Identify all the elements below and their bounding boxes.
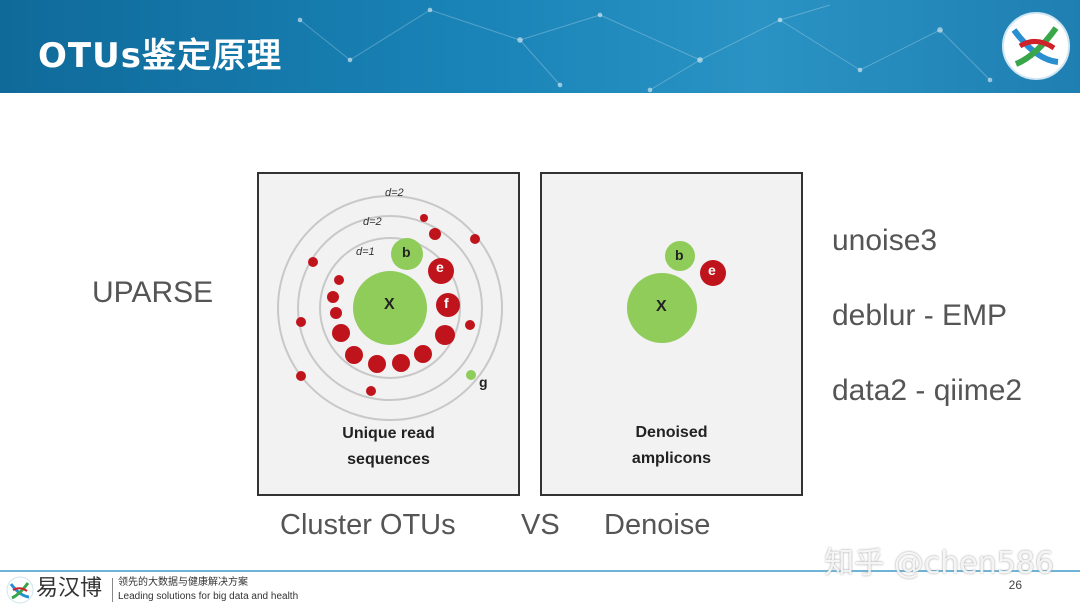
vs-label: VS	[521, 509, 560, 541]
denoise-center-label: X	[656, 298, 667, 315]
node-g-label: g	[479, 374, 488, 390]
footer-divider	[0, 570, 1080, 572]
node-f-label: f	[444, 295, 449, 311]
radius-label-outer: d=2	[385, 187, 404, 199]
footer-logo-icon	[6, 576, 34, 604]
radius-label-inner: d=1	[356, 246, 375, 258]
method-unoise3: unoise3	[832, 224, 938, 257]
footer-tagline-en: Leading solutions for big data and healt…	[118, 591, 299, 602]
footer: 易汉博 领先的大数据与健康解决方案 Leading solutions for …	[0, 572, 1080, 608]
denoise-node-b-label: b	[675, 247, 684, 263]
method-deblur: deblur - EMP	[832, 299, 1008, 332]
denoise-caption-line1: Denoised	[635, 424, 708, 441]
denoise-diagram	[627, 241, 726, 343]
radius-label-middle: d=2	[363, 216, 382, 228]
method-data2: data2 - qiime2	[832, 374, 1023, 407]
cluster-otus-panel: d=2 d=2 d=1 X b e f g Unique read sequen…	[257, 172, 520, 496]
denoise-node-e-label: e	[708, 262, 716, 278]
cluster-caption-line2: sequences	[347, 451, 430, 468]
watermark: 知乎 @chen586	[824, 546, 1054, 581]
company-logo-icon	[1002, 12, 1070, 80]
footer-brand: 易汉博	[36, 576, 103, 601]
cluster-diagram	[277, 195, 503, 421]
denoise-panel: X b e Denoised amplicons	[540, 172, 803, 496]
center-node-label: X	[384, 296, 395, 313]
node-b-label: b	[402, 244, 411, 260]
network-pattern	[297, 4, 993, 93]
node-e-label: e	[436, 259, 444, 275]
page-number: 26	[1008, 578, 1022, 592]
footer-separator	[112, 578, 113, 602]
header-banner: OTUs鉴定原理	[0, 0, 1080, 93]
page-title: OTUs鉴定原理	[38, 36, 282, 76]
cluster-caption-line1: Unique read	[342, 425, 435, 442]
uparse-label: UPARSE	[92, 276, 214, 309]
denoise-label: Denoise	[604, 509, 711, 541]
cluster-otus-label: Cluster OTUs	[280, 509, 456, 541]
denoise-caption-line2: amplicons	[631, 450, 712, 467]
footer-tagline-cn: 领先的大数据与健康解决方案	[118, 577, 248, 588]
